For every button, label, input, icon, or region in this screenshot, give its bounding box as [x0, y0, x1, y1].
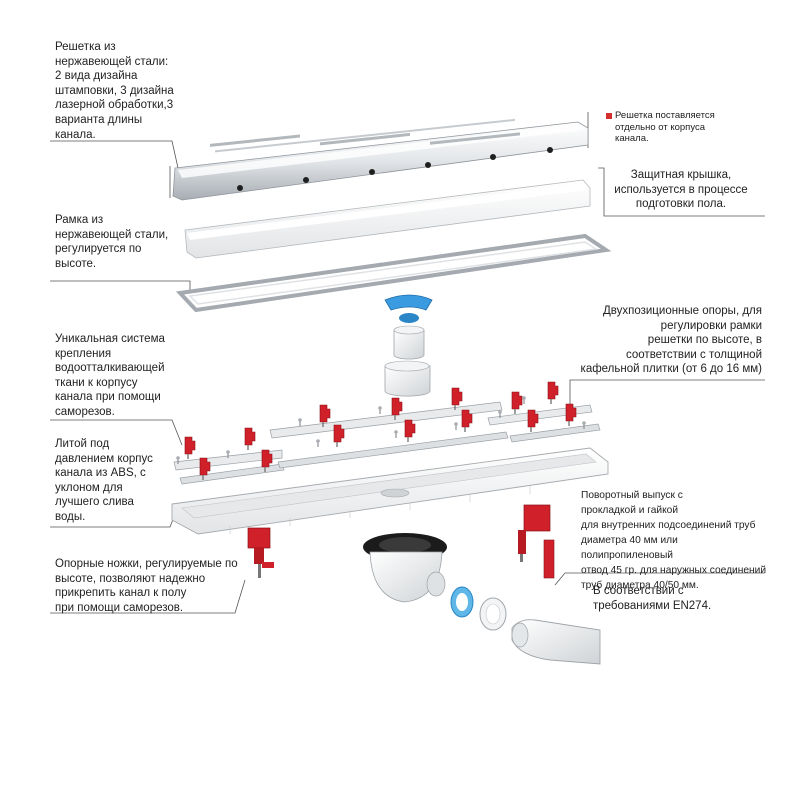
elbow-45: [511, 619, 601, 665]
leader-outlet: [554, 572, 765, 586]
steel-grate: [172, 118, 589, 201]
support-foot-left: [247, 527, 274, 578]
leader-supports: [569, 379, 765, 408]
protective-cover: [184, 179, 591, 259]
label-supports: Двухпозиционные опоры, для регулировки р…: [580, 305, 762, 376]
grate-fixing-holes: [237, 147, 553, 191]
leader-cover: [598, 167, 765, 217]
leader-fixing: [50, 419, 183, 446]
label-grate: Решетка из нержавеющей стали: 2 вида диз…: [55, 41, 174, 141]
label-outlet: Поворотный выпуск с прокладкой и гайкой …: [581, 490, 767, 591]
leader-lines: [50, 112, 765, 614]
leader-feet: [50, 579, 246, 614]
trap-assembly: [384, 294, 433, 397]
label-body: Литой под давлением корпус канала из ABS…: [55, 438, 153, 523]
label-frame: Рамка из нержавеющей стали, регулируется…: [55, 214, 169, 270]
label-cover: Защитная крышка, используется в процессе…: [614, 169, 748, 211]
support-foot-right: [518, 504, 555, 579]
leader-frame: [50, 280, 191, 292]
leader-grate: [50, 140, 179, 169]
label-standard: В соответствии с требованиями EN274.: [593, 585, 712, 612]
support-feet: [247, 504, 555, 579]
rotary-outlet: [363, 533, 447, 603]
steel-frame: [175, 233, 612, 313]
channel-body: [171, 447, 609, 535]
label-fixing-system: Уникальная система крепления водоотталки…: [55, 333, 165, 418]
nut-ring: [479, 597, 507, 631]
gasket-blue: [450, 586, 474, 618]
grate-perforations: [210, 118, 520, 153]
label-grate-note: Решетка поставляется отдельно от корпуса…: [615, 110, 715, 145]
label-feet: Опорные ножки, регулируемые по высоте, п…: [55, 558, 238, 614]
channel-ribs: [229, 486, 531, 534]
note-marker: [606, 113, 612, 119]
